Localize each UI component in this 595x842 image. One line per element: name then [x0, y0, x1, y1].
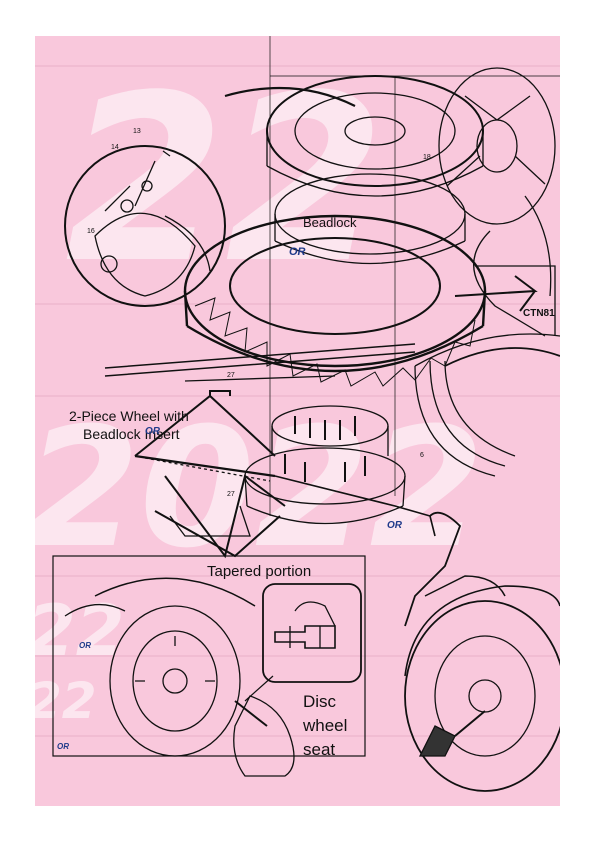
- callout-10: 14: [111, 144, 119, 151]
- poster-page: 22 2022 22 22: [35, 36, 560, 806]
- or-mark-left: OR: [79, 641, 91, 650]
- wheel-title-line2: Beadlock Insert: [83, 426, 180, 442]
- or-mark-right: OR: [387, 520, 402, 531]
- or-mark-bottom: OR: [57, 742, 69, 751]
- callout-13: 16: [87, 228, 95, 235]
- tapered-portion-label: Tapered portion: [207, 563, 312, 580]
- disc-label: Disc: [303, 692, 337, 711]
- callout-8: 13: [133, 128, 141, 135]
- seat-label: seat: [303, 740, 336, 759]
- callout-18: 27: [227, 491, 235, 498]
- or-mark-top: OR: [289, 246, 306, 258]
- wheel-line-art: [35, 36, 560, 792]
- beadlock-label: Beadlock: [303, 215, 357, 230]
- watermark-left-lower-numeral: 22: [35, 672, 97, 730]
- callout-6: 6: [420, 452, 424, 459]
- wheel-title-line1: 2-Piece Wheel with: [69, 408, 189, 424]
- part-code-label: CTN81: [523, 308, 555, 319]
- callout-16: 27: [227, 372, 235, 379]
- watermark-top-numeral: 22: [65, 47, 386, 314]
- callout-14: 18: [423, 154, 431, 161]
- or-mark-middle: OR: [145, 426, 160, 437]
- wheel-label: wheel: [303, 716, 348, 735]
